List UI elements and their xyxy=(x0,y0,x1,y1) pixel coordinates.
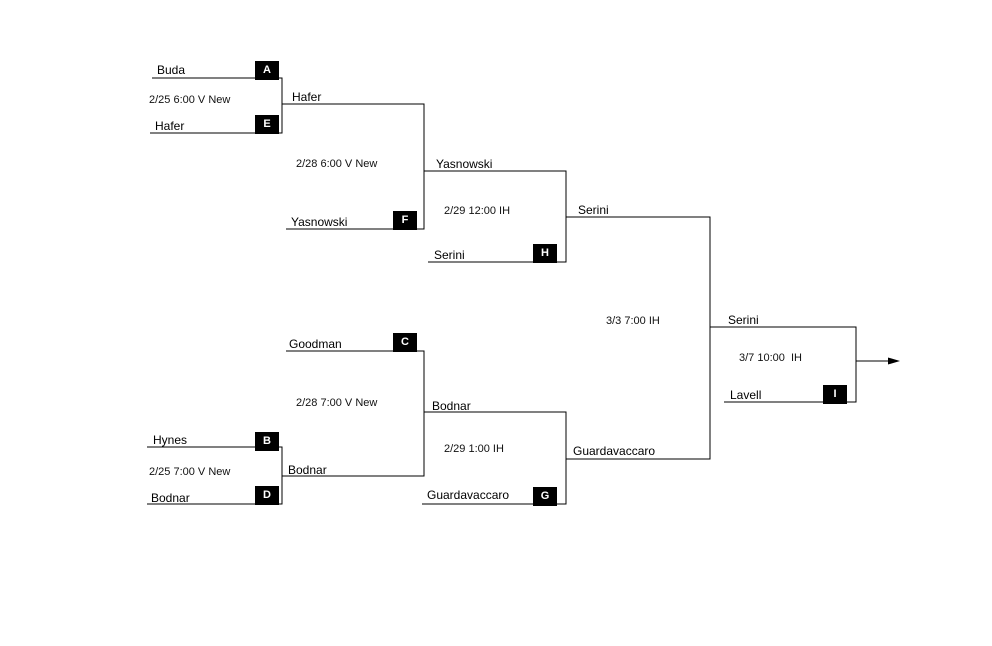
seed-badge: A xyxy=(255,61,279,80)
seed-badge: I xyxy=(823,385,847,404)
bracket-line xyxy=(150,77,283,134)
winner-name: Hafer xyxy=(292,90,322,104)
winner-name: Serini xyxy=(578,203,609,217)
winner-name: Serini xyxy=(728,313,759,327)
seed-badge: D xyxy=(255,486,279,505)
bracket-line xyxy=(282,103,425,230)
bracket-line xyxy=(282,350,425,477)
entrant-name: Serini xyxy=(434,248,465,262)
seed-badge: B xyxy=(255,432,279,451)
entrant-name: Goodman xyxy=(289,337,342,351)
entrant-name: Hynes xyxy=(153,433,188,447)
entrant-name: Lavell xyxy=(730,388,762,402)
game-schedule: 2/29 1:00 IH xyxy=(444,443,504,455)
game-schedule: 2/29 12:00 IH xyxy=(444,205,511,217)
entrant-name: Bodnar xyxy=(151,491,190,505)
winner-name: Bodnar xyxy=(288,463,327,477)
bracket-line xyxy=(422,411,567,505)
entrant-name: Buda xyxy=(157,63,186,77)
entrant-name: Yasnowski xyxy=(291,215,348,229)
game-schedule: 2/28 6:00 V New xyxy=(296,158,378,170)
seed-badge: F xyxy=(393,211,417,230)
seed-badge: E xyxy=(255,115,279,134)
winner-name: Bodnar xyxy=(432,399,471,413)
winner-name: Yasnowski xyxy=(436,157,493,171)
game-schedule: 3/7 10:00 IH xyxy=(739,352,802,364)
bracket-line xyxy=(710,326,857,403)
bracket-line xyxy=(566,216,711,460)
game-schedule: 3/3 7:00 IH xyxy=(606,315,660,327)
entrant-name: Guardavaccaro xyxy=(427,488,510,502)
game-schedule: 2/25 6:00 V New xyxy=(149,94,231,106)
winner-name: Guardavaccaro xyxy=(573,444,656,458)
seed-badge: G xyxy=(533,487,557,506)
bracket-line xyxy=(147,446,283,505)
seed-badge: H xyxy=(533,244,557,263)
game-schedule: 2/25 7:00 V New xyxy=(149,466,231,478)
entrant-name: Hafer xyxy=(155,119,185,133)
game-schedule: 2/28 7:00 V New xyxy=(296,397,378,409)
seed-badge: C xyxy=(393,333,417,352)
arrow-icon xyxy=(888,357,900,365)
